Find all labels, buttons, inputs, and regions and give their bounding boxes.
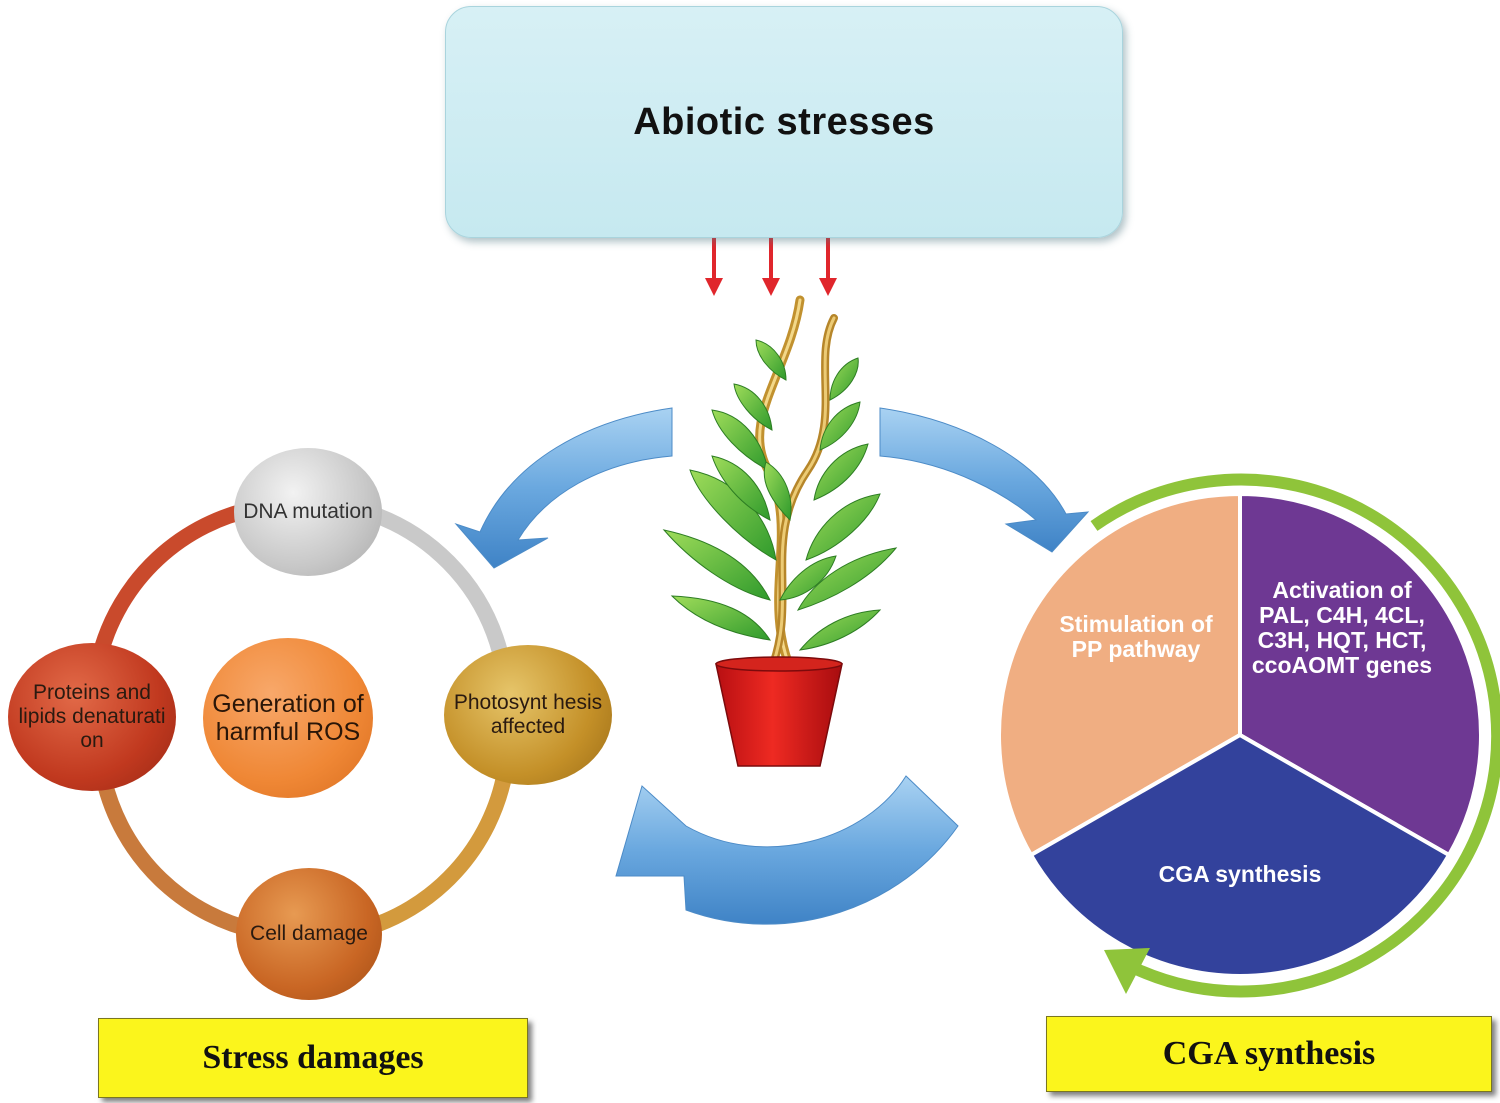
red-arrow-3-icon: [819, 238, 837, 296]
activation-label: Activation of PAL, C4H, 4CL, C3H, HQT, H…: [1251, 577, 1433, 678]
blue-arrow-bottom-icon: [615, 775, 959, 925]
plant-icon: [662, 295, 898, 767]
pie-green-ring: [1090, 473, 1500, 998]
stress-damages-box: Stress damages: [98, 1018, 528, 1098]
ring-segment-photo-cell: [352, 764, 513, 938]
top-title: Abiotic stresses: [633, 100, 935, 143]
cell-damage-node: Cell damage: [236, 868, 382, 1000]
damage-cycle-ring: [92, 500, 513, 940]
stress-damages-label: Stress damages: [202, 1039, 424, 1076]
ring-segment-prot-dna: [92, 500, 266, 663]
ring-segment-cell-prot: [96, 772, 270, 940]
dna-mutation-node: DNA mutation: [234, 448, 382, 576]
proteins-lipids-node: Proteins and lipids denaturati on: [8, 643, 176, 791]
pie-slice-stimulation: [997, 491, 1242, 858]
proteins-lipids-label: Proteins and lipids denaturati on: [18, 681, 166, 752]
pie-slice-synthesis: [1028, 732, 1452, 978]
blue-arrow-right-icon: [879, 407, 1090, 553]
blue-arrow-left-icon: [454, 407, 673, 569]
pie-green-arrowhead-icon: [1104, 948, 1150, 994]
dna-mutation-label: DNA mutation: [243, 500, 373, 523]
pie-slice-activation: [1238, 491, 1483, 858]
ros-center-node: Generation of harmful ROS: [203, 638, 373, 798]
red-arrow-2-icon: [762, 238, 780, 296]
ros-center-label: Generation of harmful ROS: [212, 690, 364, 746]
cell-damage-label: Cell damage: [250, 922, 368, 945]
red-arrows: [705, 238, 837, 296]
cga-pie: [997, 473, 1500, 998]
stimulation-label: Stimulation of PP pathway: [1059, 611, 1213, 662]
cga-synthesis-label: CGA synthesis: [1162, 1035, 1376, 1072]
photosynthesis-label: Photosynt hesis affected: [453, 691, 603, 738]
cga-synthesis-slice-label: CGA synthesis: [1158, 861, 1322, 887]
ring-segment-dna-photo: [352, 502, 508, 660]
cga-synthesis-box: CGA synthesis: [1046, 1016, 1492, 1092]
abiotic-stresses-box: Abiotic stresses: [445, 6, 1123, 238]
red-arrow-1-icon: [705, 238, 723, 296]
photosynthesis-node: Photosynt hesis affected: [444, 645, 612, 785]
